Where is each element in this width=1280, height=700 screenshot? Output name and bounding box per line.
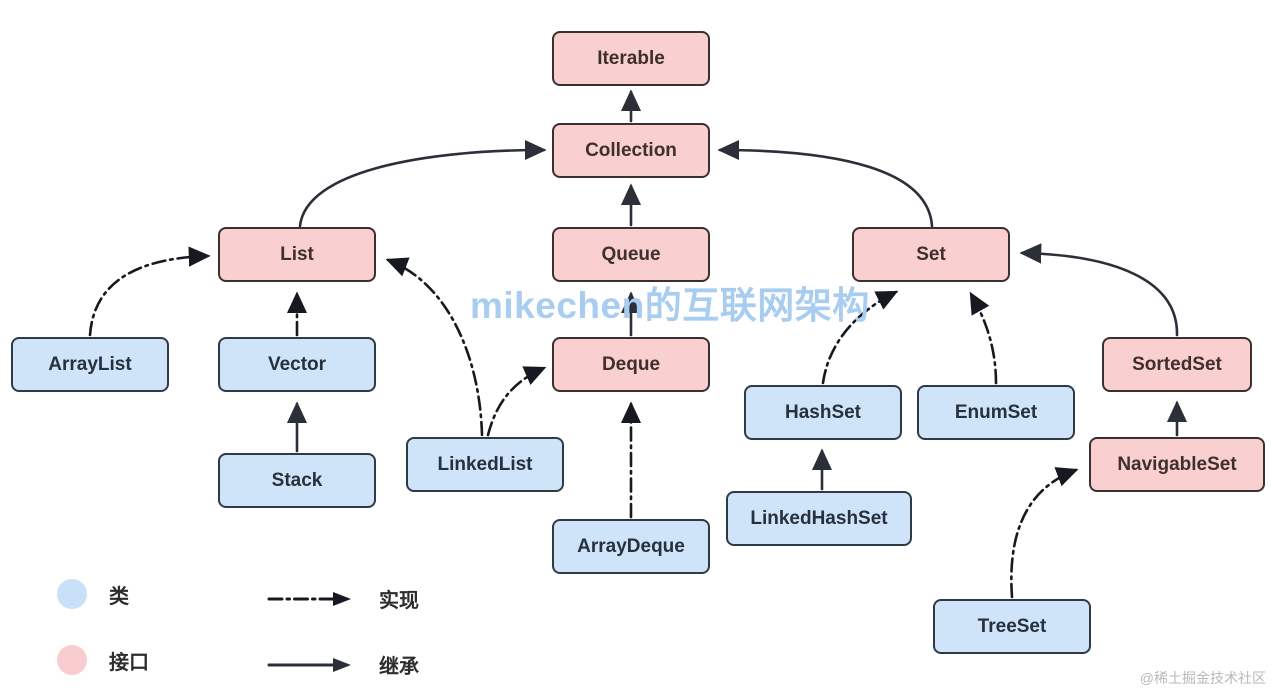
legend-class-row: 类 [57, 579, 129, 609]
watermark-corner: @稀土掘金技术社区 [1139, 670, 1266, 686]
node-label: Deque [601, 353, 661, 375]
node-enumset[interactable]: EnumSet [917, 385, 1075, 440]
watermark-main: mikechen的互联网架构 [470, 285, 870, 326]
node-label: LinkedList [437, 453, 533, 475]
node-label: NavigableSet [1117, 453, 1237, 475]
node-label: List [280, 243, 314, 265]
node-iterable[interactable]: Iterable [552, 31, 710, 86]
node-linkedlist[interactable]: LinkedList [406, 437, 564, 492]
node-label: Stack [271, 469, 323, 491]
node-label: Queue [601, 243, 661, 265]
node-label: Iterable [597, 47, 665, 69]
legend-class-swatch [57, 579, 87, 609]
node-label: LinkedHashSet [750, 507, 888, 529]
node-stack[interactable]: Stack [218, 453, 376, 508]
legend-extends-arrow-icon [267, 657, 351, 672]
node-hashset[interactable]: HashSet [744, 385, 902, 440]
edge-linkedlist-list [385, 257, 484, 437]
node-queue[interactable]: Queue [552, 227, 710, 282]
legend-interface-label: 接口 [109, 651, 149, 674]
legend-interface-swatch [57, 645, 87, 675]
node-linkedhashset[interactable]: LinkedHashSet [726, 491, 912, 546]
legend-implements-row: 实现 [267, 584, 419, 613]
edge-treeset-navigableset [1010, 467, 1079, 599]
edge-enumset-set [969, 291, 998, 385]
node-label: EnumSet [954, 401, 1038, 423]
node-list[interactable]: List [218, 227, 376, 282]
node-arraylist[interactable]: ArrayList [11, 337, 169, 392]
edge-arraylist-list [88, 246, 211, 337]
edge-linkedlist-deque [486, 366, 547, 437]
node-collection[interactable]: Collection [552, 123, 710, 178]
node-label: ArrayDeque [577, 535, 685, 557]
node-label: TreeSet [977, 615, 1047, 637]
node-sortedset[interactable]: SortedSet [1102, 337, 1252, 392]
node-label: HashSet [784, 401, 862, 423]
edge-list-collection [298, 139, 547, 228]
node-deque[interactable]: Deque [552, 337, 710, 392]
legend-extends-label: 继承 [379, 656, 419, 678]
legend-class-label: 类 [109, 585, 129, 608]
node-vector[interactable]: Vector [218, 337, 376, 392]
legend-extends-row: 继承 [267, 650, 419, 679]
legend-interface-row: 接口 [57, 645, 149, 675]
node-label: Set [916, 243, 946, 265]
node-treeset[interactable]: TreeSet [933, 599, 1091, 654]
node-label: SortedSet [1132, 353, 1222, 375]
edge-sortedset-set [1019, 243, 1179, 337]
node-navigableset[interactable]: NavigableSet [1089, 437, 1265, 492]
node-label: Collection [585, 139, 677, 161]
node-label: Vector [267, 353, 327, 375]
node-set[interactable]: Set [852, 227, 1010, 282]
node-label: ArrayList [48, 353, 132, 375]
legend-implements-label: 实现 [379, 590, 419, 612]
node-arraydeque[interactable]: ArrayDeque [552, 519, 710, 574]
edge-set-collection [717, 139, 934, 228]
legend-implements-arrow-icon [267, 591, 351, 606]
